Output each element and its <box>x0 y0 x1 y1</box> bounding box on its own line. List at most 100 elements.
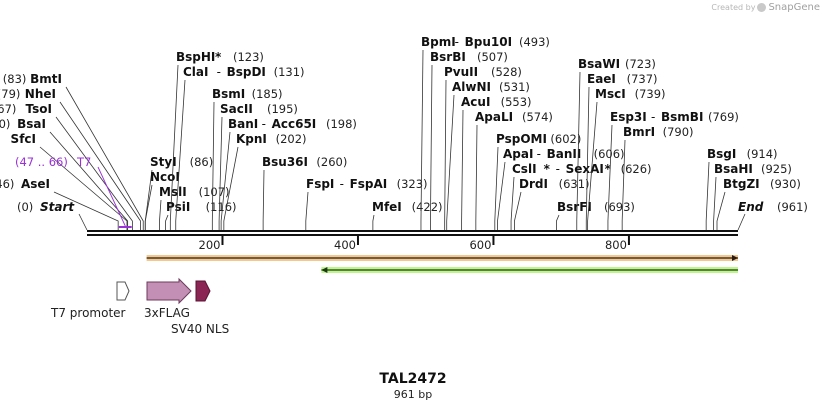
site-bsrbi[interactable]: BsrBI(507) <box>430 50 508 230</box>
site-sep-bani: - <box>262 117 266 131</box>
site-psii[interactable]: PsiI(116) <box>165 200 237 230</box>
site-bsmi[interactable]: BsmI(185) <box>211 87 283 230</box>
site-msci[interactable]: MscI(739) <box>587 87 666 230</box>
site-pos-kpni: (202) <box>276 132 307 146</box>
site-name-bsmi: BsmI <box>212 87 245 101</box>
site-drdi[interactable]: DrdI(631) <box>514 177 590 230</box>
site-bsahi[interactable]: BsaHI(925) <box>713 162 792 230</box>
feature-sv40-nls[interactable]: SV40 NLS <box>171 280 229 336</box>
feature-label-3xflag: 3xFLAG <box>144 306 190 320</box>
t7-site-group: (47 .. 66)T7 <box>15 155 132 228</box>
site-name-bpmi: BpmI <box>421 35 456 49</box>
site-apali[interactable]: ApaLI(574) <box>475 110 553 230</box>
site-bmti[interactable]: BmtI(83) <box>3 72 144 230</box>
site-bsrfi[interactable]: BsrFI(693) <box>556 200 635 230</box>
site-bsu36i[interactable]: Bsu36I(260) <box>262 155 347 230</box>
tag-arrow-icon <box>146 277 192 305</box>
site-line-bsawi <box>576 71 581 230</box>
site-pos-apai: (606) <box>594 147 625 161</box>
site-tsoi[interactable]: TsoI(67) <box>0 102 133 230</box>
site-name2-fspi: FspAI <box>350 177 388 191</box>
site-pos-msli: (107) <box>199 185 230 199</box>
site-apai[interactable]: ApaI-BanII(606) <box>497 147 625 230</box>
site-star-bsphi: * <box>215 50 222 64</box>
site-name-bmti: BmtI <box>30 72 62 86</box>
promoter-arrow-icon <box>116 281 130 301</box>
site-name-pspomi: PspOMI <box>496 132 547 146</box>
site-sfci[interactable]: SfcI(59) <box>0 132 128 230</box>
site-name-styi: StyI <box>150 155 177 169</box>
feature-t7-promoter[interactable]: T7 promoter <box>50 281 130 320</box>
site-name-eaei: EaeI <box>587 72 616 86</box>
site-name-bsai: BsaI <box>17 117 46 131</box>
site-pspomi[interactable]: PspOMI(602) <box>494 132 582 230</box>
site-pvuii[interactable]: PvuII(528) <box>444 65 522 230</box>
site-line-bmti <box>65 86 144 230</box>
site-star-csli: * <box>544 162 551 176</box>
site-pos-eaei: (737) <box>627 72 658 86</box>
orf-reverse[interactable] <box>321 267 738 273</box>
site-bsgi[interactable]: BsgI (914) <box>705 147 778 230</box>
site-bpmi[interactable]: BpmI-Bpu10I(493) <box>420 35 550 230</box>
site-line-alwni <box>446 94 455 230</box>
site-name2-clai: BspDI <box>227 65 266 79</box>
site-line-mfei <box>372 214 375 230</box>
site-name-bsgi: BsgI <box>707 147 736 161</box>
site-bmri[interactable]: BmrI (790) <box>621 125 694 230</box>
site-esp3i[interactable]: Esp3I-BsmBI(769) <box>607 110 739 230</box>
site-pos-bmri: (790) <box>663 125 694 139</box>
site-line-bpmi <box>420 49 424 230</box>
site-line-bsgi <box>705 161 710 230</box>
site-pos-drdi: (631) <box>559 177 590 191</box>
site-line-kpni <box>223 146 239 230</box>
site-name-alwni: AlwNI <box>452 80 491 94</box>
site-line-nhei <box>59 101 141 230</box>
site-mfei[interactable]: MfeI(422) <box>372 200 443 230</box>
site-pos-psii: (116) <box>206 200 237 214</box>
site-pos-nhei: (79) <box>0 87 20 101</box>
site-pos-fspi: (323) <box>397 177 428 191</box>
site-line-pvuii <box>444 79 447 230</box>
site-bsawi[interactable]: BsaWI(723) <box>576 57 656 230</box>
t7-site-name: T7 <box>76 155 91 169</box>
site-name-sfci: SfcI <box>11 132 36 146</box>
site-line-esp3i <box>607 124 613 230</box>
site-line-bsai <box>49 131 129 230</box>
site-eaei[interactable]: EaeI (737) <box>585 72 658 230</box>
site-csli[interactable]: CslI*-SexAI*(626) <box>510 162 652 230</box>
feature-3xflag[interactable]: 3xFLAG <box>144 277 192 320</box>
orf-reverse-arrow-icon <box>321 267 328 273</box>
site-pos-bsgi: (914) <box>747 147 778 161</box>
orfs-group <box>146 255 738 273</box>
end-label: End <box>738 200 764 214</box>
site-acui[interactable]: AcuI(553) <box>461 95 532 230</box>
site-pos-bsrfi: (693) <box>604 200 635 214</box>
site-asei[interactable]: AseI(46) <box>0 177 119 230</box>
site-line-bmri <box>621 139 626 230</box>
watermark-prefix: Created by <box>711 3 756 12</box>
feature-label-t7-promoter: T7 promoter <box>50 306 126 320</box>
site-pos-bsawi: (723) <box>625 57 656 71</box>
site-sep-fspi: - <box>340 177 344 191</box>
site-bani[interactable]: BanI-Acc65I(198) <box>220 117 357 230</box>
site-name-kpni: KpnI <box>236 132 267 146</box>
site-kpni[interactable]: KpnI (202) <box>223 132 307 230</box>
site-btgzi[interactable]: BtgZI(930) <box>716 177 801 230</box>
site-sep-apai: - <box>537 147 541 161</box>
site-msli[interactable]: MslI(107) <box>159 185 230 230</box>
site-pos-bsahi: (925) <box>761 162 792 176</box>
site-styi[interactable]: StyI(86) <box>144 155 213 230</box>
site-alwni[interactable]: AlwNI(531) <box>446 80 530 230</box>
site-fspi[interactable]: FspI-FspAI(323) <box>305 177 428 230</box>
site-clai[interactable]: ClaI-BspDI(131) <box>175 65 305 230</box>
site-name-bmri: BmrI <box>623 125 655 139</box>
site-line-bsmi <box>211 101 215 230</box>
site-bsphi[interactable]: BspHI*(123) <box>169 50 264 230</box>
site-star2-csli: * <box>605 162 612 176</box>
site-nhei[interactable]: NheI(79) <box>0 87 141 230</box>
site-sacii[interactable]: SacII(195) <box>218 102 298 230</box>
orf-forward[interactable] <box>146 255 738 261</box>
